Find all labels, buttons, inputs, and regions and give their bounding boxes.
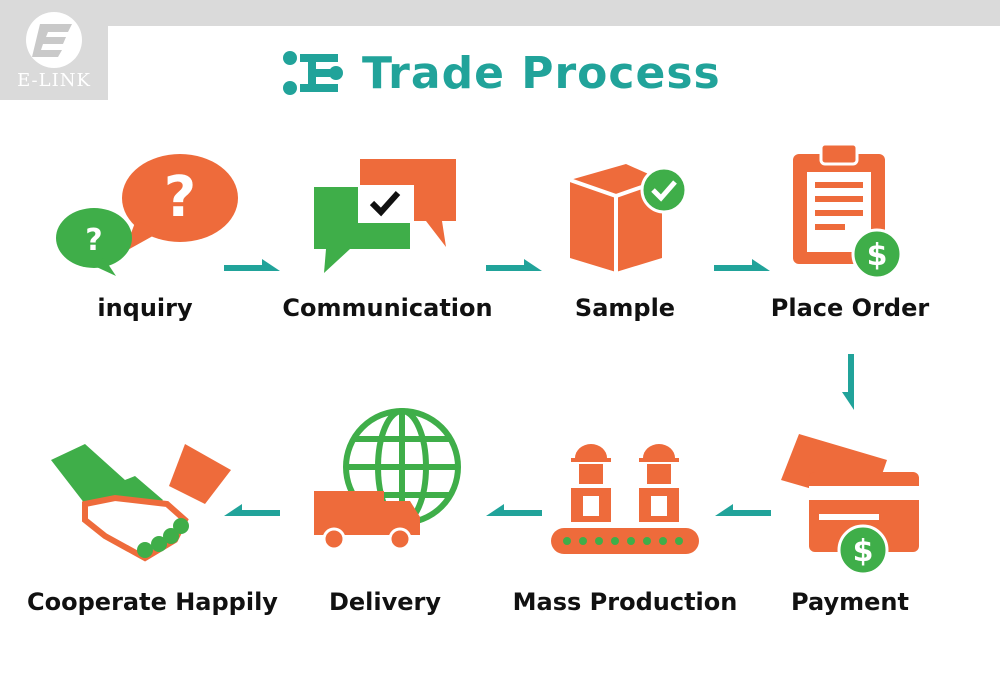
brand-name: E-LINK bbox=[17, 70, 91, 91]
step-label-mass-production: Mass Production bbox=[512, 588, 738, 616]
step-label-sample: Sample bbox=[574, 294, 676, 322]
svg-text:?: ? bbox=[85, 223, 102, 258]
svg-text:$: $ bbox=[867, 238, 888, 273]
arrow-right-icon bbox=[486, 259, 542, 271]
title-text: Trade Process bbox=[362, 47, 721, 99]
arrow-right-icon bbox=[714, 259, 770, 271]
clipboard-dollar-icon: $ bbox=[793, 142, 903, 280]
box-check-icon bbox=[569, 164, 688, 272]
top-band bbox=[0, 0, 1000, 26]
step-label-place-order: Place Order bbox=[770, 294, 930, 322]
logo-tab: E-LINK bbox=[0, 0, 108, 100]
handshake-icon bbox=[51, 444, 231, 562]
globe-truck-icon bbox=[314, 408, 461, 551]
page-title: Trade Process bbox=[280, 40, 721, 106]
elink-logo-icon bbox=[26, 12, 82, 68]
step-label-payment: Payment bbox=[791, 588, 909, 616]
arrow-left-icon bbox=[224, 504, 280, 516]
arrow-right-icon bbox=[224, 259, 280, 271]
chat-check-icon bbox=[314, 159, 456, 273]
step-label-communication: Communication bbox=[282, 294, 493, 322]
question-bubbles-icon: ? ? bbox=[56, 154, 238, 276]
arrow-down-icon bbox=[842, 354, 854, 410]
step-label-inquiry: inquiry bbox=[97, 294, 193, 322]
svg-text:$: $ bbox=[853, 534, 874, 569]
flow-icon bbox=[283, 51, 343, 95]
arrow-left-icon bbox=[486, 504, 542, 516]
workers-conveyor-icon bbox=[551, 444, 699, 554]
cards-dollar-icon: $ bbox=[781, 434, 919, 576]
svg-text:?: ? bbox=[164, 165, 196, 230]
arrow-left-icon bbox=[715, 504, 771, 516]
step-label-cooperate-happily: Cooperate Happily bbox=[27, 588, 278, 616]
step-label-delivery: Delivery bbox=[328, 588, 442, 616]
